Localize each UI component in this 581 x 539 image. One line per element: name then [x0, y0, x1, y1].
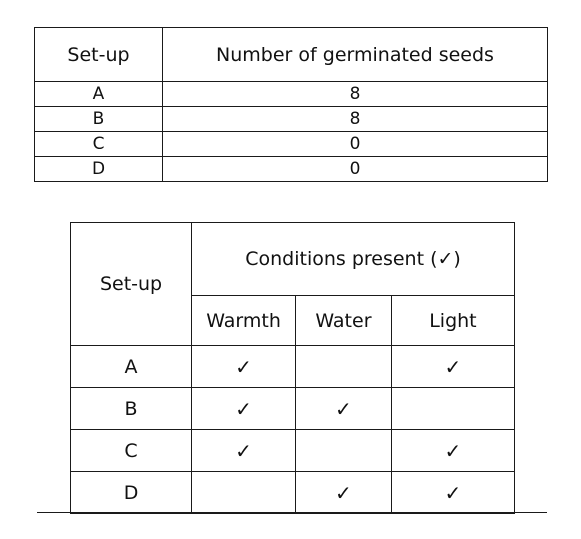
germinated-seeds-header: Number of germinated seeds — [162, 27, 548, 82]
setup-cell: C — [34, 131, 163, 157]
conditions-table: Set-up Conditions present (✓) Warmth Wat… — [69, 222, 516, 514]
setup-header: Set-up — [34, 27, 163, 82]
warmth-tick — [191, 471, 296, 514]
warmth-tick: ✓ — [191, 387, 296, 430]
warmth-tick: ✓ — [191, 345, 296, 388]
water-tick — [295, 429, 392, 472]
setup-cell: A — [34, 81, 163, 107]
count-cell: 8 — [162, 81, 548, 107]
water-tick: ✓ — [295, 387, 392, 430]
table-row: A 8 — [34, 81, 548, 107]
count-cell: 0 — [162, 156, 548, 182]
light-tick — [390, 387, 516, 430]
warmth-header: Warmth — [191, 295, 296, 346]
light-tick: ✓ — [390, 429, 516, 472]
setup-cell: D — [69, 471, 193, 514]
setup-cell: B — [34, 106, 163, 132]
count-cell: 0 — [162, 131, 548, 157]
setup-header: Set-up — [69, 222, 193, 346]
conditions-header-row: Set-up Conditions present (✓) — [69, 222, 515, 346]
conditions-subheader-row: Warmth Water Light — [71, 295, 516, 346]
warmth-tick: ✓ — [191, 429, 296, 472]
light-header: Light — [390, 295, 516, 346]
light-tick: ✓ — [390, 345, 516, 388]
table-row: D 0 — [34, 156, 548, 182]
conditions-present-header: Conditions present (✓) — [191, 222, 515, 296]
water-header: Water — [295, 295, 392, 346]
water-tick: ✓ — [295, 471, 392, 514]
table-row: B 8 — [34, 106, 548, 132]
table-row: C ✓ ✓ — [69, 429, 516, 472]
setup-cell: C — [69, 429, 193, 472]
light-tick: ✓ — [390, 471, 516, 514]
table-row: C 0 — [34, 131, 548, 157]
water-tick — [295, 345, 392, 388]
table-row: A ✓ ✓ — [69, 345, 516, 388]
setup-cell: A — [69, 345, 193, 388]
table-row: D ✓ ✓ — [69, 471, 516, 514]
page-bottom-rule — [37, 512, 547, 513]
table-row: B ✓ ✓ — [69, 387, 516, 430]
germination-header-row: Set-up Number of germinated seeds — [34, 27, 548, 82]
count-cell: 8 — [162, 106, 548, 132]
germination-table: Set-up Number of germinated seeds A 8 B … — [34, 27, 548, 182]
setup-cell: D — [34, 156, 163, 182]
setup-cell: B — [69, 387, 193, 430]
